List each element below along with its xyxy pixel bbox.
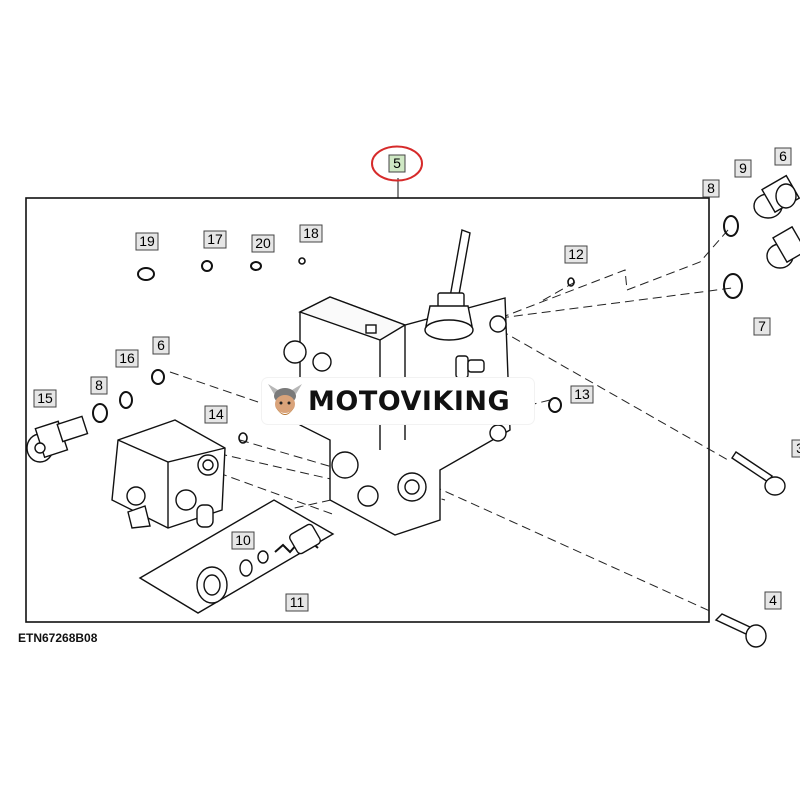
callout-label-c6a: 6 <box>157 337 165 353</box>
o-ring-6-left <box>151 369 165 385</box>
o-ring-7 <box>723 273 743 299</box>
callout-box-c9 <box>734 159 752 178</box>
callout-label-c20: 20 <box>255 235 271 251</box>
o-ring-8-left <box>92 403 108 423</box>
watermark: MOTOVIKING <box>262 378 534 424</box>
callout-box-c6b <box>774 147 792 166</box>
callout-box-c16 <box>115 349 139 368</box>
callout-box-c3 <box>791 439 800 458</box>
callout-box-c8a <box>90 376 108 395</box>
viking-mascot-icon <box>268 384 302 415</box>
callout-label-c19: 19 <box>139 233 155 249</box>
callout-box-c12 <box>564 245 588 264</box>
callout-label-c15: 15 <box>37 390 53 406</box>
callout-label-c13: 13 <box>574 386 590 402</box>
callout-box-c15 <box>33 389 57 408</box>
fitting-9 <box>753 174 800 219</box>
fitting-6-right <box>766 225 800 269</box>
spool-kit-11 <box>138 499 335 614</box>
callout-label-c7: 7 <box>758 318 766 334</box>
callout-label-c11: 11 <box>290 594 305 610</box>
o-ring-8-right <box>723 215 739 237</box>
callout-label-c4: 4 <box>769 592 777 608</box>
o-ring-19 <box>137 267 155 281</box>
callout-box-c18 <box>299 224 323 243</box>
callout-box-c19 <box>135 232 159 251</box>
callout-box-c6a <box>152 336 170 355</box>
callout-box-c14 <box>204 405 228 424</box>
callout-label-c6b: 6 <box>779 148 787 164</box>
o-ring-17 <box>201 260 213 272</box>
callout-box-c11 <box>285 593 309 612</box>
o-ring-16 <box>119 391 133 409</box>
callout-label-c3: 3 <box>796 440 800 456</box>
assembly-frame <box>25 197 710 623</box>
callout-box-c4 <box>764 591 782 610</box>
callout-box-c13 <box>570 385 594 404</box>
highlight-ring <box>371 145 423 182</box>
o-ring-12 <box>567 277 575 287</box>
callout-label-c18: 18 <box>303 225 319 241</box>
watermark-text: MOTOVIKING <box>308 385 511 417</box>
callout-label-c8b: 8 <box>707 180 715 196</box>
callout-label-c14: 14 <box>208 406 224 422</box>
relief-valve-block <box>111 419 226 529</box>
callout-label-c16: 16 <box>119 350 135 366</box>
o-ring-13 <box>548 397 562 413</box>
callout-box-c20 <box>251 234 275 253</box>
o-ring-18 <box>298 257 306 265</box>
callout-box-c5 <box>388 154 406 173</box>
callout-label-c5: 5 <box>393 155 401 171</box>
o-ring-20 <box>250 261 262 271</box>
drawing-code: ETN67268B08 <box>18 631 98 645</box>
callout-label-c17: 17 <box>207 231 223 247</box>
callout-box-c7 <box>753 317 771 336</box>
callout-box-c17 <box>203 230 227 249</box>
callout-labels: 5 19 17 20 18 12 16 6 8 15 14 13 10 11 9 6 8 7 3 4 <box>33 145 800 612</box>
callout-box-c10 <box>231 531 255 550</box>
o-ring-14 <box>238 432 248 444</box>
callout-label-c12: 12 <box>568 246 584 262</box>
callout-label-c9: 9 <box>739 160 747 176</box>
cap-screw-15 <box>26 415 89 463</box>
callout-label-c8a: 8 <box>95 377 103 393</box>
bolt-4 <box>714 613 767 648</box>
callout-label-c10: 10 <box>235 532 251 548</box>
bolt-3 <box>731 451 786 496</box>
control-lever <box>424 229 474 341</box>
callout-box-c8b <box>702 179 720 198</box>
